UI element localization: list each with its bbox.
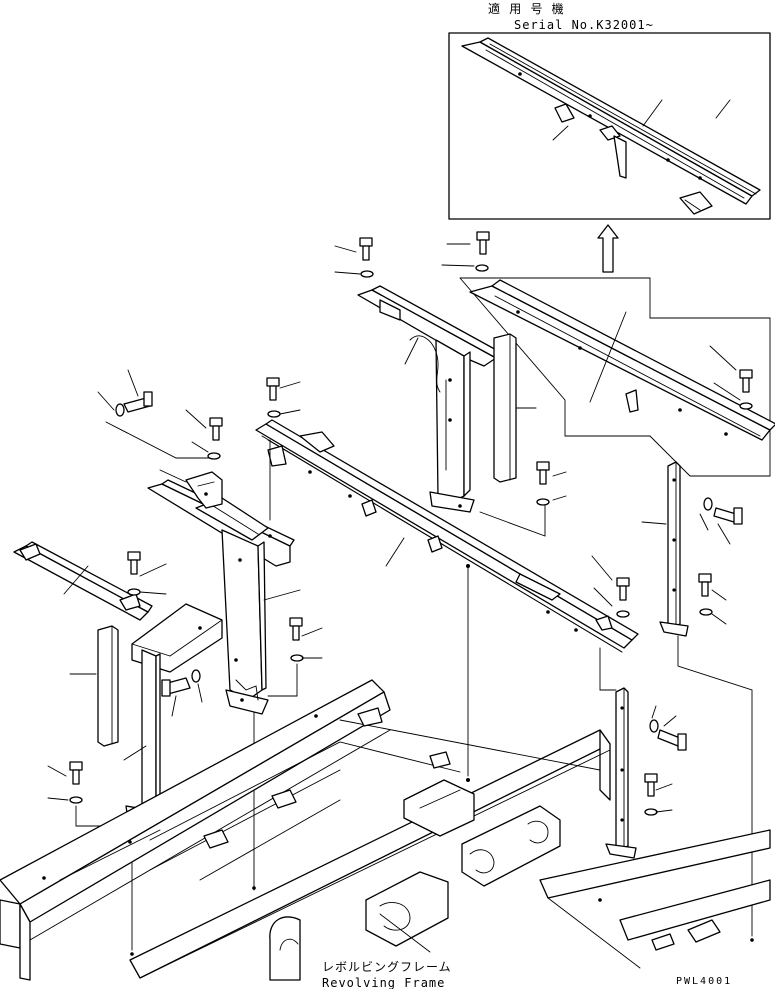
- spacer-block: [493, 333, 537, 483]
- inset-title-jp: 適 用 号 機: [488, 1, 565, 16]
- leader-line: [479, 505, 546, 537]
- frame-label-jp: レボルビングフレーム: [322, 960, 452, 974]
- right-post-lower: [605, 687, 637, 859]
- leader-line: [715, 99, 731, 119]
- bolt-icon: [536, 461, 567, 506]
- frame-label-en: Revolving Frame: [322, 976, 445, 989]
- left-upper-bar: [13, 541, 153, 621]
- leader-line: [552, 125, 569, 141]
- right-post-upper: [641, 461, 689, 637]
- upper-rail-right: [469, 279, 775, 441]
- revolving-frame: [0, 679, 771, 981]
- rear-bracket: [357, 285, 501, 513]
- bolt-icon: [649, 705, 687, 751]
- inset-frame: [448, 32, 771, 220]
- drawing-code: PWL4001: [676, 976, 732, 987]
- bolt-icon: [47, 761, 127, 827]
- cross-beam: [255, 419, 639, 653]
- bolt-icon: [698, 573, 727, 625]
- bolt-icon: [644, 773, 673, 816]
- bolt-icon: [699, 497, 743, 545]
- bolt-icon: [266, 377, 301, 521]
- bolt-icon: [709, 345, 753, 410]
- leader-line: [379, 913, 431, 953]
- corner-bracket: [159, 469, 223, 509]
- bolt-icon: [161, 669, 203, 717]
- inset-title-en: Serial No.K32001~: [514, 18, 654, 32]
- leader-line: [589, 311, 627, 403]
- bolt-icon: [267, 617, 323, 697]
- leader-line: [263, 589, 301, 601]
- callout-outline: [459, 277, 771, 477]
- bolt-icon: [185, 409, 223, 460]
- bolt-icon: [97, 369, 217, 459]
- inset-rail: [461, 37, 761, 215]
- left-post: [123, 603, 223, 827]
- center-left-bracket: [147, 479, 295, 715]
- bolt-icon: [591, 555, 630, 618]
- bolt-icon: [334, 237, 374, 278]
- spacer-block: [69, 625, 119, 747]
- bolt-icon: [127, 551, 167, 596]
- leader-line: [642, 99, 663, 127]
- bolt-icon: [441, 231, 490, 272]
- up-arrow-icon: [597, 224, 619, 273]
- inset-box: 適 用 号 機 Serial No.K32001~: [448, 1, 771, 220]
